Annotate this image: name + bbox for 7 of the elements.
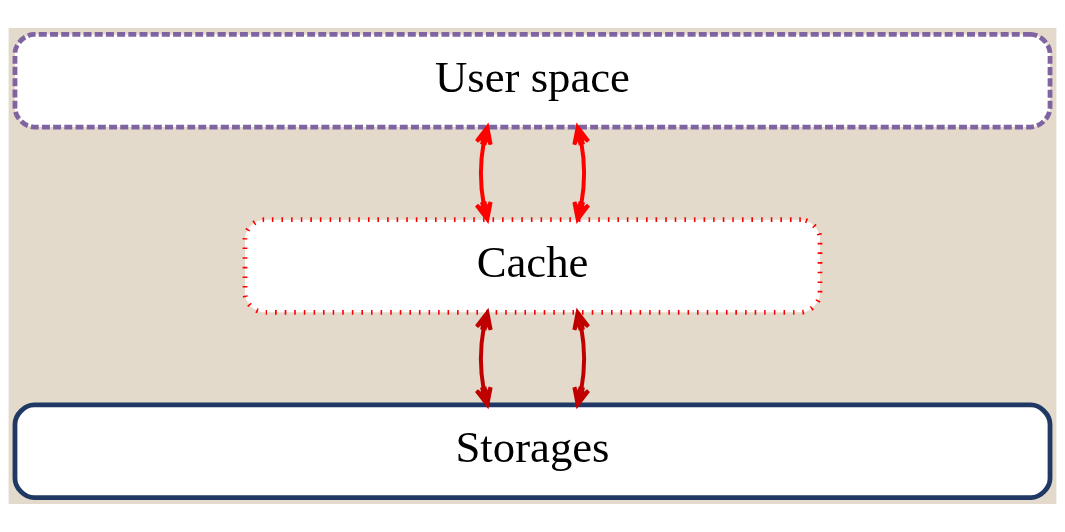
node-box: User space bbox=[12, 32, 1053, 130]
node-box: Cache bbox=[242, 217, 823, 315]
arrow bbox=[572, 125, 591, 222]
node-box: Storages bbox=[12, 402, 1053, 500]
arrow bbox=[572, 310, 591, 407]
arrow bbox=[474, 125, 493, 222]
arrow bbox=[474, 310, 493, 407]
